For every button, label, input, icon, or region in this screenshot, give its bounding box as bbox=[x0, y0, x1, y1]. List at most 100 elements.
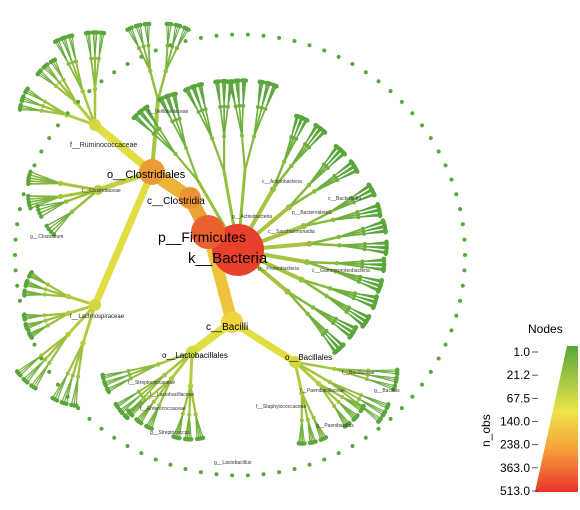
branch-node bbox=[70, 373, 75, 378]
label-kingdom-bacteria: k__Bacteria bbox=[188, 250, 268, 267]
leaf-node bbox=[342, 152, 347, 157]
rim-node bbox=[125, 62, 130, 67]
node-class-clostridia bbox=[179, 187, 201, 209]
leaf-edge bbox=[31, 271, 49, 286]
leaf-node bbox=[358, 408, 363, 414]
rim-node bbox=[449, 328, 454, 333]
leaf-edge bbox=[261, 83, 271, 109]
leaf-edge bbox=[167, 23, 172, 47]
branch-node bbox=[57, 180, 64, 187]
leaf-edge bbox=[61, 374, 74, 403]
branch-edge bbox=[204, 108, 213, 140]
leaf-edge bbox=[218, 80, 221, 108]
leaf-node bbox=[216, 79, 222, 84]
leaf-node bbox=[102, 379, 107, 385]
rim-node bbox=[198, 470, 203, 475]
rim-node bbox=[292, 466, 297, 471]
leaf-edge bbox=[201, 83, 207, 110]
leaf-edge bbox=[146, 106, 160, 130]
label-actinobacteria-class: c__Actinobacteria bbox=[262, 179, 302, 185]
leaf-edge bbox=[64, 36, 73, 63]
rim-node bbox=[261, 472, 266, 477]
leaf-node bbox=[229, 79, 235, 84]
branch-node bbox=[218, 104, 223, 109]
rim-node bbox=[449, 177, 454, 182]
leaf-edge bbox=[145, 404, 160, 427]
leaf-edge bbox=[27, 87, 46, 103]
leaf-edge bbox=[264, 85, 278, 110]
branch-node bbox=[335, 178, 340, 183]
branch-node bbox=[332, 366, 337, 372]
leaf-node bbox=[370, 305, 376, 310]
tree-edges bbox=[16, 23, 398, 445]
rim-node bbox=[15, 283, 20, 288]
branch-node bbox=[157, 403, 162, 408]
branch-node bbox=[168, 376, 175, 382]
leaf-edge bbox=[141, 110, 157, 132]
branch-edge bbox=[313, 179, 339, 193]
branch-edge bbox=[308, 235, 340, 245]
label-bacteroidia: c__Bacteroidia bbox=[328, 196, 361, 202]
rim-node bbox=[436, 149, 441, 154]
leaf-edge bbox=[135, 401, 155, 420]
leaf-edge bbox=[20, 104, 43, 112]
legend-tick-label: 1.0 bbox=[513, 345, 530, 359]
rim-node bbox=[21, 313, 26, 318]
branch-edge bbox=[306, 312, 324, 336]
branch-node bbox=[61, 77, 66, 82]
leaf-edge bbox=[28, 324, 49, 335]
leaf-edge bbox=[298, 419, 303, 444]
leaf-node bbox=[376, 419, 381, 424]
legend-tick-label: 21.2 bbox=[507, 368, 531, 382]
branch-node bbox=[65, 371, 70, 376]
leaf-node bbox=[45, 62, 50, 67]
label-paenibacillus: g__Paenibacillus bbox=[316, 423, 354, 429]
branch-node bbox=[65, 293, 71, 300]
branch-node bbox=[136, 389, 141, 394]
leaf-node bbox=[38, 68, 43, 73]
leaf-edge bbox=[119, 394, 142, 411]
leaf-edge bbox=[161, 97, 173, 122]
node-phylum-firmicutes bbox=[191, 215, 225, 249]
leaf-edge bbox=[103, 374, 130, 383]
branch-node bbox=[252, 134, 257, 139]
branch-node bbox=[237, 103, 242, 108]
rim-node bbox=[17, 298, 22, 303]
rim-node bbox=[153, 457, 158, 462]
branch-edge bbox=[66, 342, 85, 375]
branch-node bbox=[63, 199, 69, 204]
branch-node bbox=[324, 293, 329, 299]
leaf-edge bbox=[98, 32, 105, 60]
leaf-edge bbox=[353, 194, 375, 203]
branch-node bbox=[294, 137, 299, 142]
branch-node bbox=[336, 234, 341, 240]
leaf-edge bbox=[223, 80, 227, 107]
rim-node bbox=[153, 48, 158, 53]
rim-node bbox=[87, 416, 92, 421]
branch-edge bbox=[147, 377, 173, 399]
rim-node bbox=[428, 369, 433, 374]
branch-node bbox=[327, 379, 332, 385]
leaf-edge bbox=[334, 320, 353, 335]
branch-node bbox=[328, 209, 333, 215]
rim-node bbox=[454, 192, 459, 197]
branch-edge bbox=[64, 188, 100, 203]
rim-node bbox=[399, 406, 404, 411]
leaf-node bbox=[138, 22, 143, 28]
leaf-edge bbox=[360, 394, 388, 409]
node-kingdom-bacteria bbox=[212, 224, 264, 276]
branch-node bbox=[57, 193, 64, 200]
branch-node bbox=[42, 357, 48, 362]
leaf-node bbox=[236, 78, 242, 83]
branch-edge bbox=[127, 363, 160, 372]
leaf-edge bbox=[51, 372, 69, 399]
leaf-node bbox=[23, 322, 28, 327]
leaf-node bbox=[29, 270, 34, 275]
branch-node bbox=[203, 107, 208, 112]
branch-node bbox=[351, 296, 356, 301]
rim-node bbox=[26, 177, 31, 182]
leaf-node bbox=[351, 417, 356, 422]
branch-node bbox=[307, 145, 312, 150]
leaf-node bbox=[144, 423, 149, 429]
leaf-edge bbox=[307, 419, 311, 444]
